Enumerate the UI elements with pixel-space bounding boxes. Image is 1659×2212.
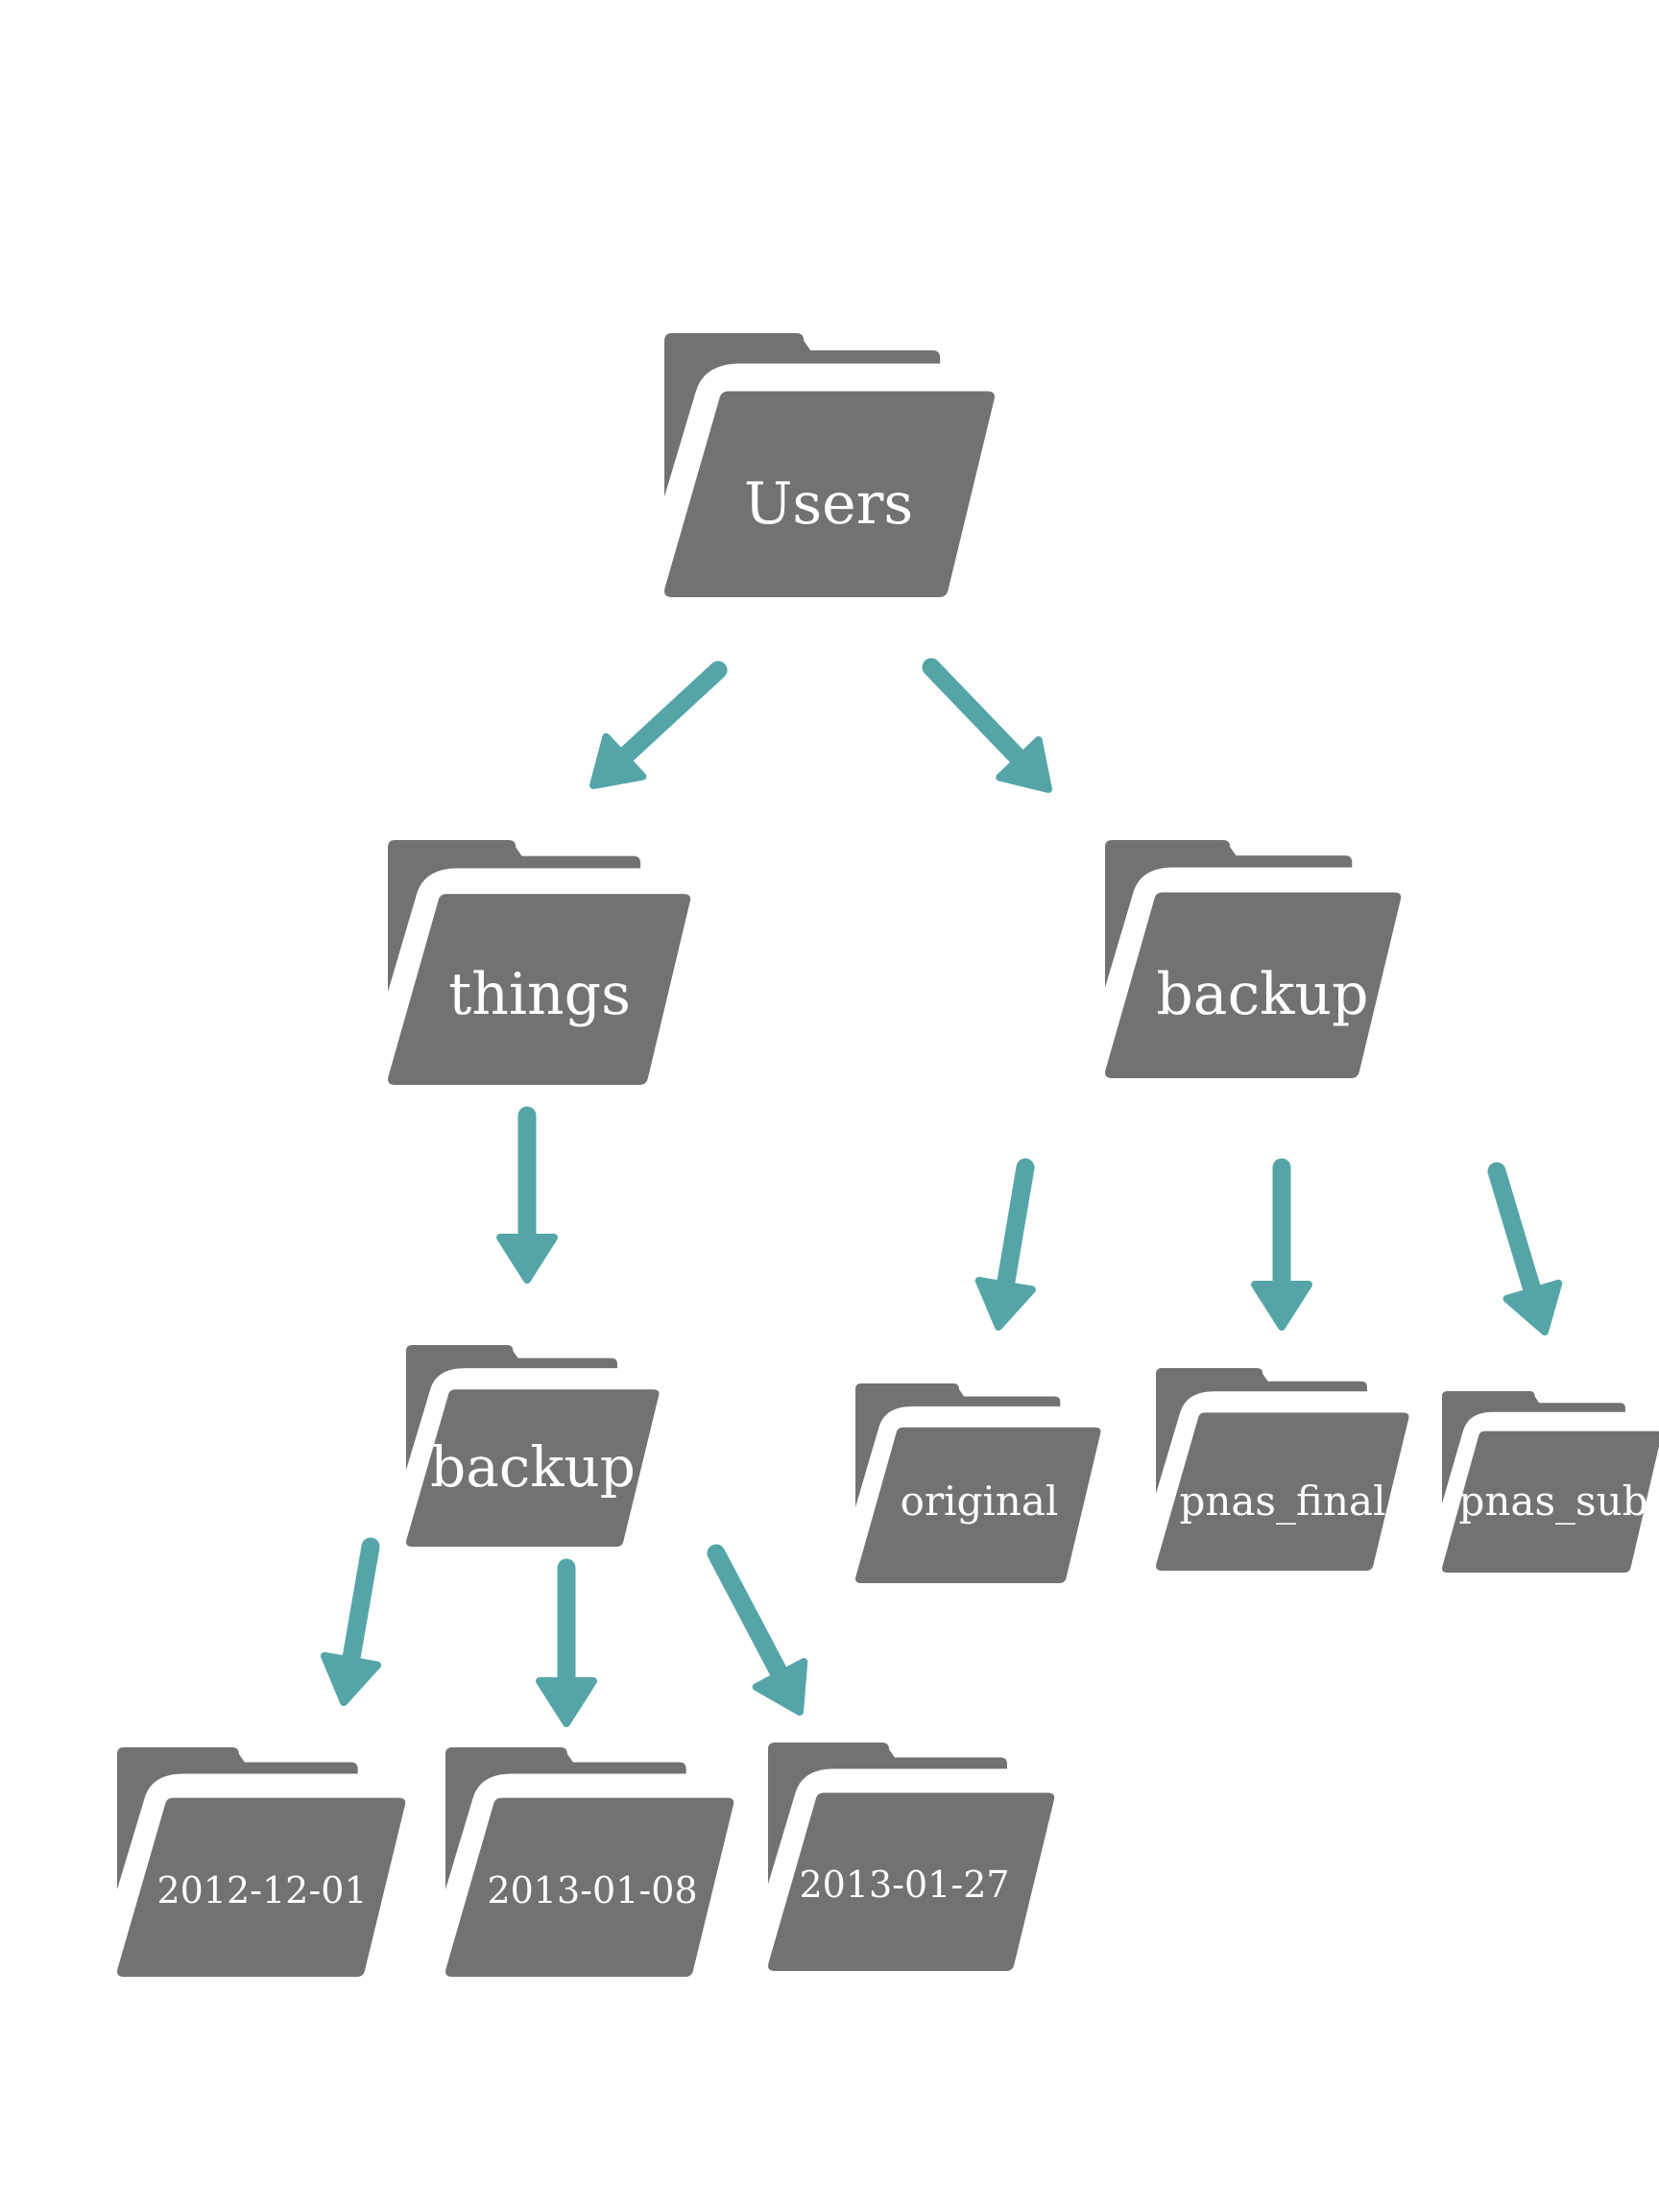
folder-date-1[interactable]: 2012-12-01 xyxy=(117,1747,406,1977)
arrows-layer xyxy=(320,658,1563,1727)
arrow-head xyxy=(1503,1279,1563,1335)
folders-layer: Users things backup backup original pnas_fina… xyxy=(117,333,1659,1977)
folder-label: things xyxy=(448,961,631,1028)
arrow-head xyxy=(496,1234,558,1284)
folder-pnas-sub[interactable]: pnas_sub xyxy=(1442,1391,1659,1573)
arrow-head xyxy=(589,733,647,789)
arrow-users-to-things xyxy=(589,661,728,789)
folder-back-shape xyxy=(1442,1391,1625,1504)
arrow-shaft xyxy=(1487,1162,1544,1307)
arrow-shaft xyxy=(611,661,728,770)
folder-label: 2013-01-27 xyxy=(799,1863,1009,1906)
folder-front-shape xyxy=(406,1389,660,1547)
folder-back-shape xyxy=(445,1747,686,1890)
folder-front-shape xyxy=(445,1797,734,1977)
folder-front-shape xyxy=(117,1797,406,1977)
folder-icon xyxy=(1105,840,1402,1078)
folder-front-shape xyxy=(768,1792,1055,1971)
folder-back-shape xyxy=(388,840,641,993)
folder-back-shape xyxy=(768,1743,1007,1885)
folder-icon xyxy=(855,1383,1101,1583)
arrow-shaft xyxy=(340,1537,380,1676)
folder-icon xyxy=(406,1345,660,1547)
folder-label: 2013-01-08 xyxy=(487,1869,697,1911)
folder-front-shape xyxy=(1156,1412,1409,1571)
folder-icon xyxy=(1442,1391,1659,1573)
folder-label: pnas_sub xyxy=(1458,1478,1647,1525)
folder-icon xyxy=(768,1743,1055,1971)
folder-icon xyxy=(664,333,995,597)
folder-back-shape xyxy=(1156,1368,1367,1494)
folder-users[interactable]: Users xyxy=(664,333,995,597)
arrow-shaft xyxy=(995,1158,1035,1301)
folder-icon xyxy=(388,840,691,1085)
arrow-users-to-backup-top xyxy=(922,658,1052,793)
arrow-backup-sub-to-date-2 xyxy=(536,1558,597,1727)
folder-backup-top[interactable]: backup xyxy=(1105,840,1402,1078)
arrow-shaft xyxy=(922,658,1033,773)
folder-label: backup xyxy=(430,1434,636,1500)
folder-front-shape xyxy=(1442,1431,1659,1573)
folder-label: backup xyxy=(1156,961,1368,1028)
arrow-shaft xyxy=(707,1544,792,1689)
folder-icon xyxy=(1156,1368,1409,1571)
folder-front-shape xyxy=(388,894,691,1085)
folder-original[interactable]: original xyxy=(855,1383,1101,1583)
arrow-head xyxy=(1251,1281,1312,1331)
arrow-head xyxy=(752,1658,808,1716)
arrow-backup-top-to-original xyxy=(974,1158,1036,1331)
folder-label: Users xyxy=(744,470,913,538)
arrow-backup-top-to-pnas-final xyxy=(1251,1158,1312,1331)
folder-pnas-final[interactable]: pnas_final xyxy=(1156,1368,1409,1571)
arrow-head xyxy=(320,1651,382,1706)
folder-back-shape xyxy=(855,1383,1061,1507)
arrow-backup-sub-to-date-1 xyxy=(320,1537,382,1706)
arrow-backup-top-to-pnas-sub xyxy=(1487,1162,1563,1335)
folder-label: pnas_final xyxy=(1179,1478,1385,1525)
folder-label: original xyxy=(901,1478,1059,1525)
arrow-backup-sub-to-date-3 xyxy=(707,1544,808,1716)
folder-front-shape xyxy=(1105,892,1402,1078)
folder-date-2[interactable]: 2013-01-08 xyxy=(445,1747,734,1977)
folder-icon xyxy=(117,1747,406,1977)
arrow-things-to-backup-sub xyxy=(496,1106,558,1284)
folder-back-shape xyxy=(406,1345,617,1471)
folder-front-shape xyxy=(664,391,995,597)
folder-date-3[interactable]: 2013-01-27 xyxy=(768,1743,1055,1971)
arrow-head xyxy=(974,1276,1036,1331)
arrow-head xyxy=(996,735,1052,793)
folder-label: 2012-12-01 xyxy=(156,1869,367,1911)
folder-things[interactable]: things xyxy=(388,840,691,1085)
arrow-head xyxy=(536,1677,597,1727)
folder-backup-sub[interactable]: backup xyxy=(406,1345,660,1547)
folder-back-shape xyxy=(1105,840,1353,988)
folder-front-shape xyxy=(855,1427,1101,1583)
folder-back-shape xyxy=(117,1747,358,1890)
folder-icon xyxy=(445,1747,734,1977)
folder-back-shape xyxy=(664,333,941,497)
